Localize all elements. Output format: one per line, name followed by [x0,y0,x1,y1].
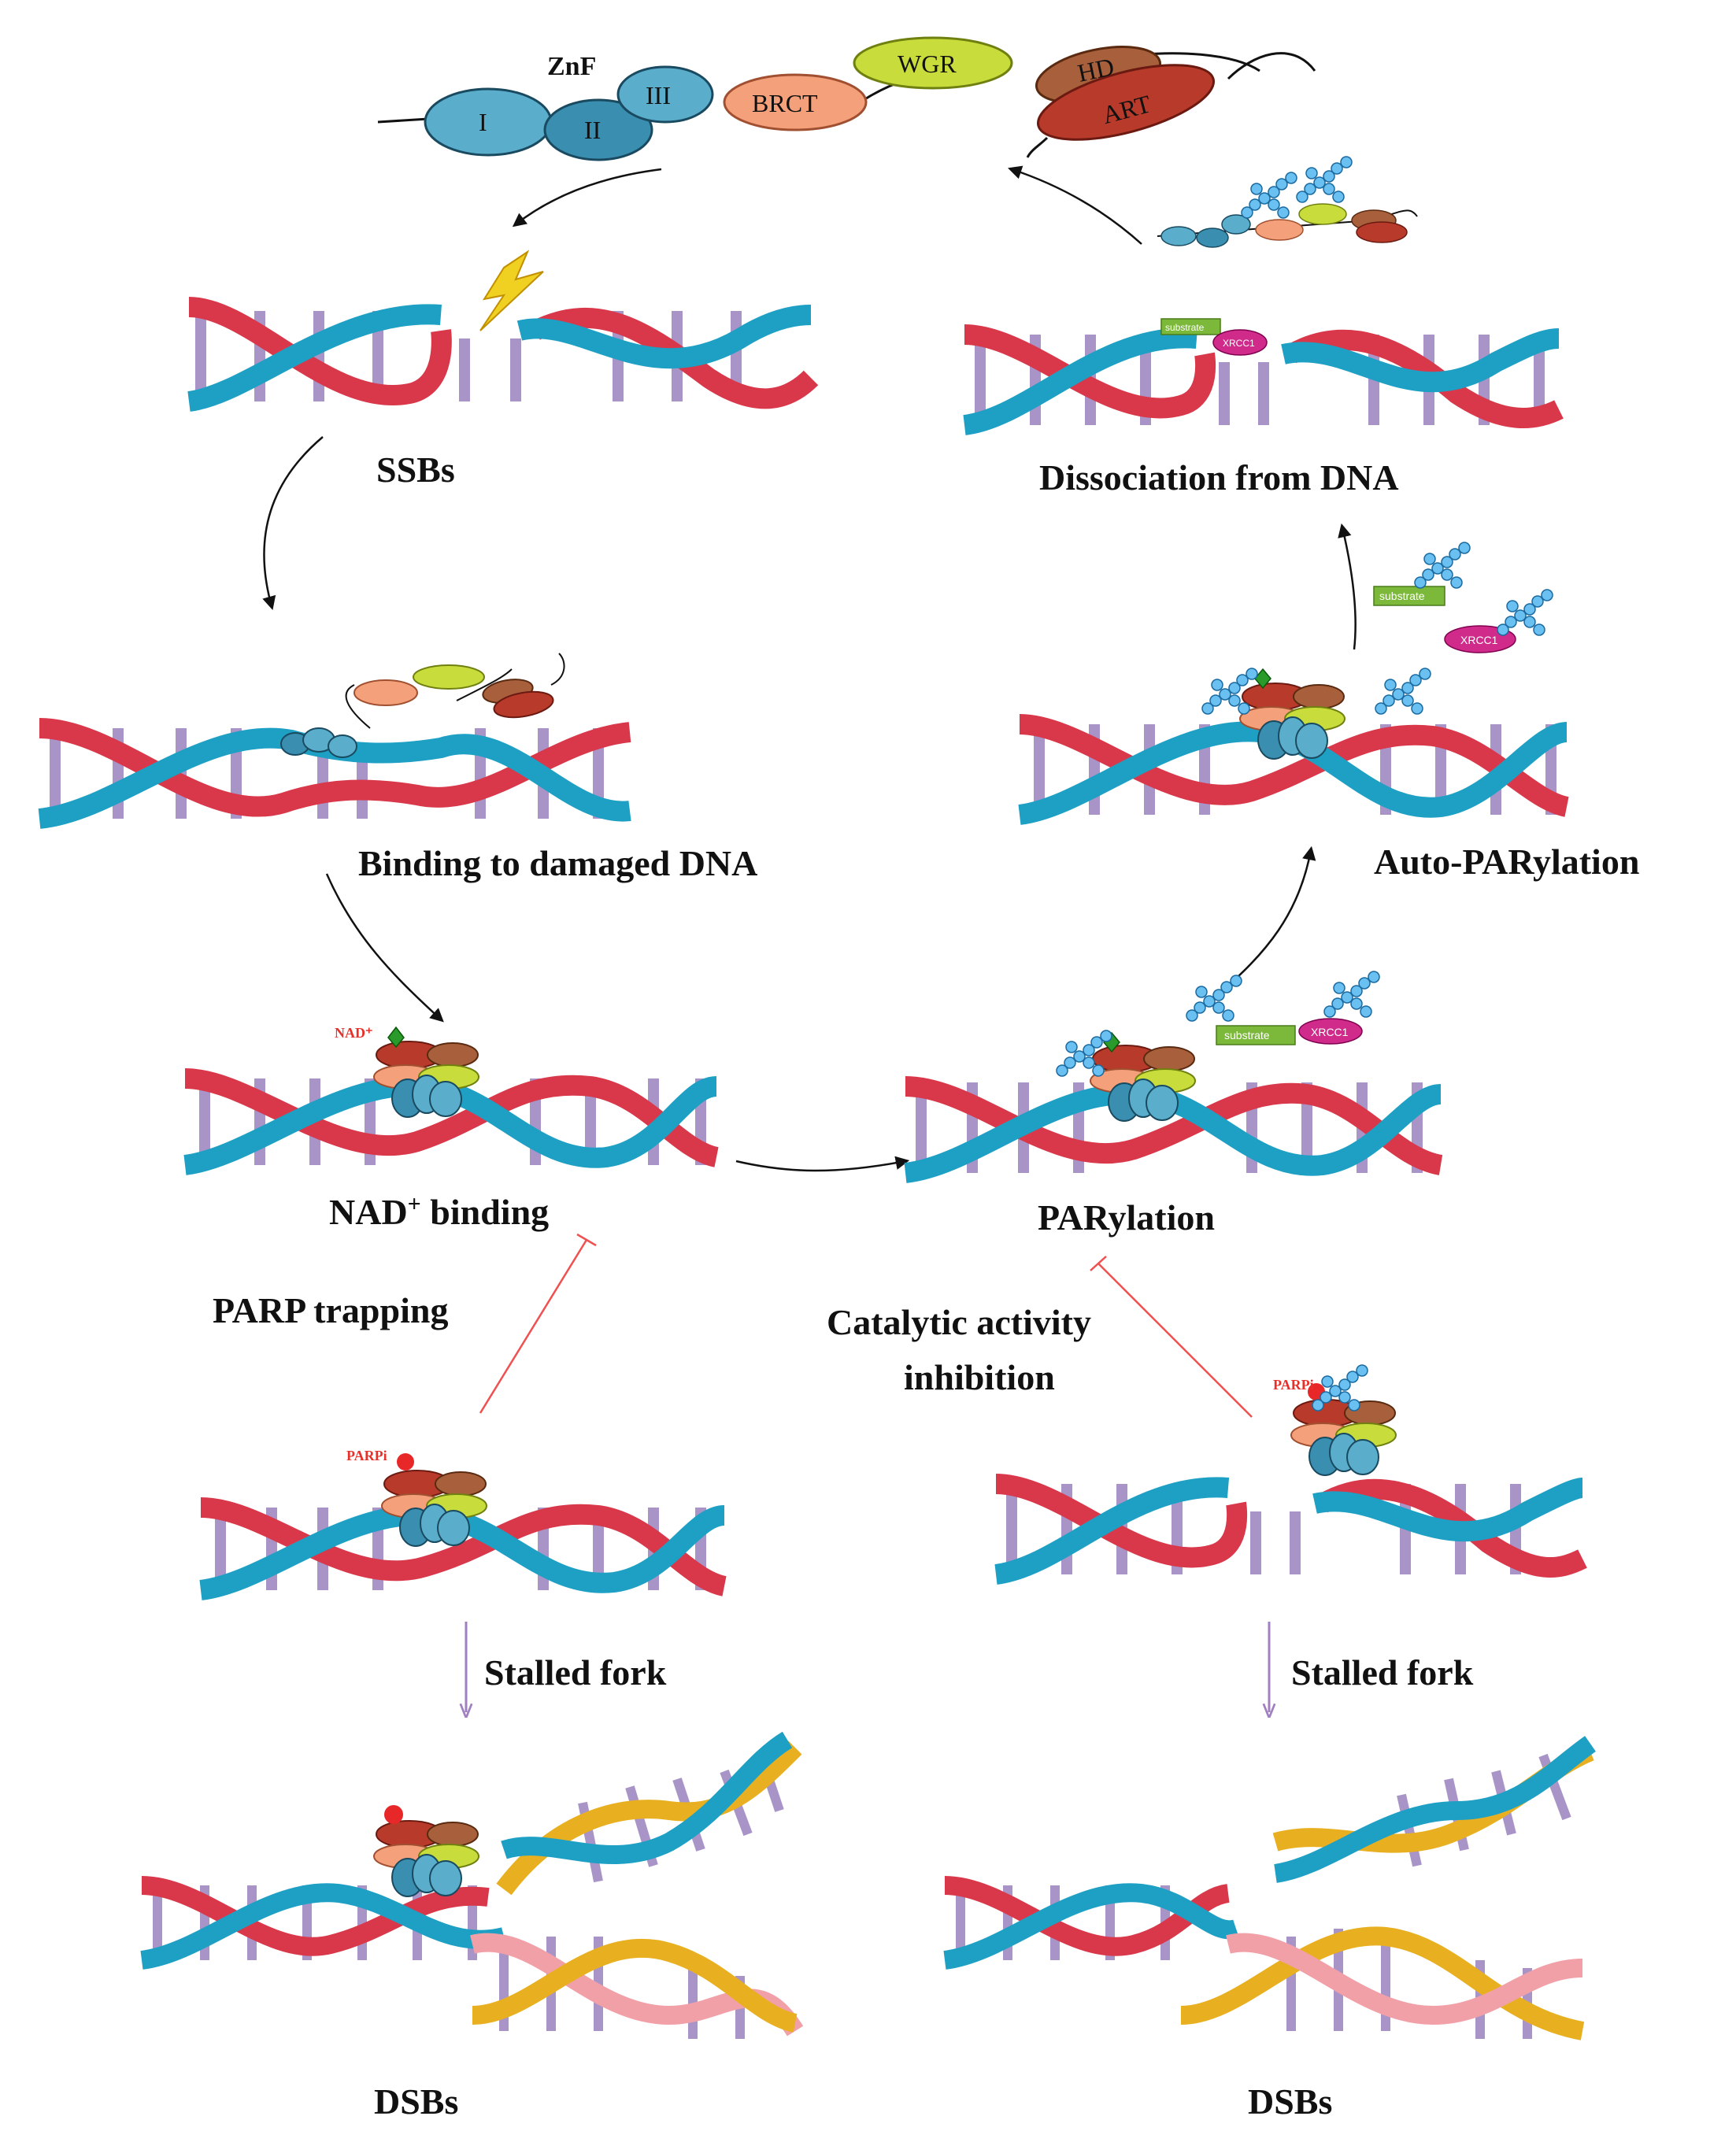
label-dsbs-right: DSBs [1248,2081,1332,2122]
dna-binding [38,653,631,829]
label-auto-parylation: Auto-PARylation [1374,842,1639,882]
parpi-tag-right: PARPi [1273,1377,1314,1393]
dna-nad-binding: NAD⁺ [183,1025,720,1175]
parp1-domain-structure: ZnF I II III BRCT WGR HD ART [377,36,1316,161]
xrcc1-tag-3: XRCC1 [1223,338,1255,349]
label-nad-binding: NAD+ binding [329,1191,549,1232]
label-dissociation: Dissociation from DNA [1039,457,1399,498]
xrcc1-tag: XRCC1 [1311,1026,1349,1038]
dna-trapped-parp: PARPi [199,1448,727,1600]
dna-auto-parylation: substrate XRCC1 [1018,542,1570,825]
label-parylation: PARylation [1038,1197,1215,1238]
parpi-tag-left: PARPi [346,1448,387,1463]
znf-label: ZnF [547,52,596,81]
label-stalled-fork-left: Stalled fork [484,1652,667,1693]
stalled-fork-arrows [466,1622,1269,1712]
dna-dissociation: substrate XRCC1 [962,318,1564,435]
label-catalytic-1: Catalytic activity [827,1302,1091,1342]
label-parp-trapping: PARP trapping [213,1290,448,1330]
dna-ssb [187,250,819,412]
xrcc1-tag-2: XRCC1 [1460,634,1498,646]
wgr-domain: WGR [898,50,957,78]
label-dsbs-left: DSBs [374,2081,458,2122]
label-ssbs: SSBs [376,450,455,490]
label-stalled-fork-right: Stalled fork [1291,1652,1474,1693]
dna-dsb-right [943,1736,1596,2040]
inhibition-lines [479,1233,1253,1418]
dna-dsb-left [140,1731,804,2039]
dna-catalytic-inhibited: PARPi [994,1364,1587,1585]
substrate-tag: substrate [1224,1029,1270,1041]
zn-domain-iii: III [646,81,671,109]
substrate-tag-2: substrate [1379,590,1425,602]
label-catalytic-2: inhibition [904,1357,1055,1397]
substrate-tag-3: substrate [1165,322,1205,333]
brct-domain: BRCT [752,89,818,117]
cycle-arrows [262,165,1357,1172]
nad-tag: NAD⁺ [335,1025,373,1041]
zn-domain-i: I [479,108,487,136]
label-binding: Binding to damaged DNA [358,843,757,883]
dna-parylation: substrate XRCC1 [904,971,1443,1183]
zn-domain-ii: II [584,116,601,144]
dissociated-parp1 [1157,156,1418,248]
